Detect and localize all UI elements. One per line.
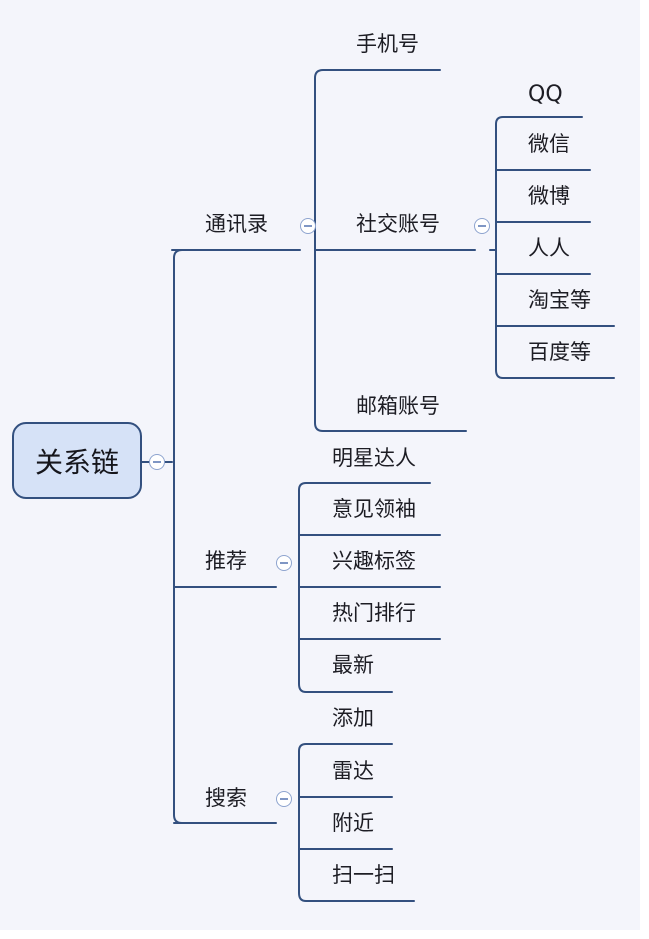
connector-contacts-bottom	[314, 249, 467, 432]
connector-lines	[141, 69, 615, 902]
branch-recommend[interactable]: 推荐	[205, 549, 247, 573]
node-weixin[interactable]: 微信	[528, 132, 570, 156]
node-nearby[interactable]: 附近	[332, 811, 374, 835]
branch-search[interactable]: 搜索	[205, 786, 247, 810]
node-celebrity[interactable]: 明星达人	[332, 446, 416, 470]
collapse-minus-icon[interactable]	[276, 791, 292, 807]
node-scan[interactable]: 扫一扫	[332, 863, 395, 887]
node-interest-tags[interactable]: 兴趣标签	[332, 549, 416, 573]
node-radar[interactable]: 雷达	[332, 759, 374, 783]
node-hot-ranking[interactable]: 热门排行	[332, 601, 416, 625]
node-latest[interactable]: 最新	[332, 653, 374, 677]
collapse-minus-icon[interactable]	[300, 218, 316, 234]
root-node[interactable]: 关系链	[12, 422, 142, 499]
node-renren[interactable]: 人人	[528, 236, 570, 260]
node-social-account[interactable]: 社交账号	[356, 212, 440, 236]
node-qq[interactable]: QQ	[528, 82, 563, 107]
root-label: 关系链	[34, 445, 119, 479]
branch-contacts[interactable]: 通讯录	[205, 212, 268, 236]
connector-root-branches	[173, 249, 233, 824]
node-taobao[interactable]: 淘宝等	[528, 288, 591, 312]
collapse-minus-icon[interactable]	[149, 454, 165, 470]
node-opinion-leader[interactable]: 意见领袖	[332, 497, 416, 521]
node-add[interactable]: 添加	[332, 706, 374, 730]
connector-search-spine	[298, 743, 415, 902]
node-email-account[interactable]: 邮箱账号	[356, 394, 440, 418]
node-weibo[interactable]: 微博	[528, 184, 570, 208]
mindmap-canvas: 关系链 通讯录 推荐 搜索 手机号 社交账号 邮箱账号 QQ 微信 微博 人人 …	[0, 0, 640, 930]
connector-recommend-spine	[298, 482, 431, 693]
collapse-minus-icon[interactable]	[474, 218, 490, 234]
connector-contacts-top	[314, 69, 441, 251]
node-phone-number[interactable]: 手机号	[356, 32, 419, 56]
node-baidu[interactable]: 百度等	[528, 340, 591, 364]
connector-social-spine	[489, 116, 615, 379]
collapse-minus-icon[interactable]	[276, 555, 292, 571]
